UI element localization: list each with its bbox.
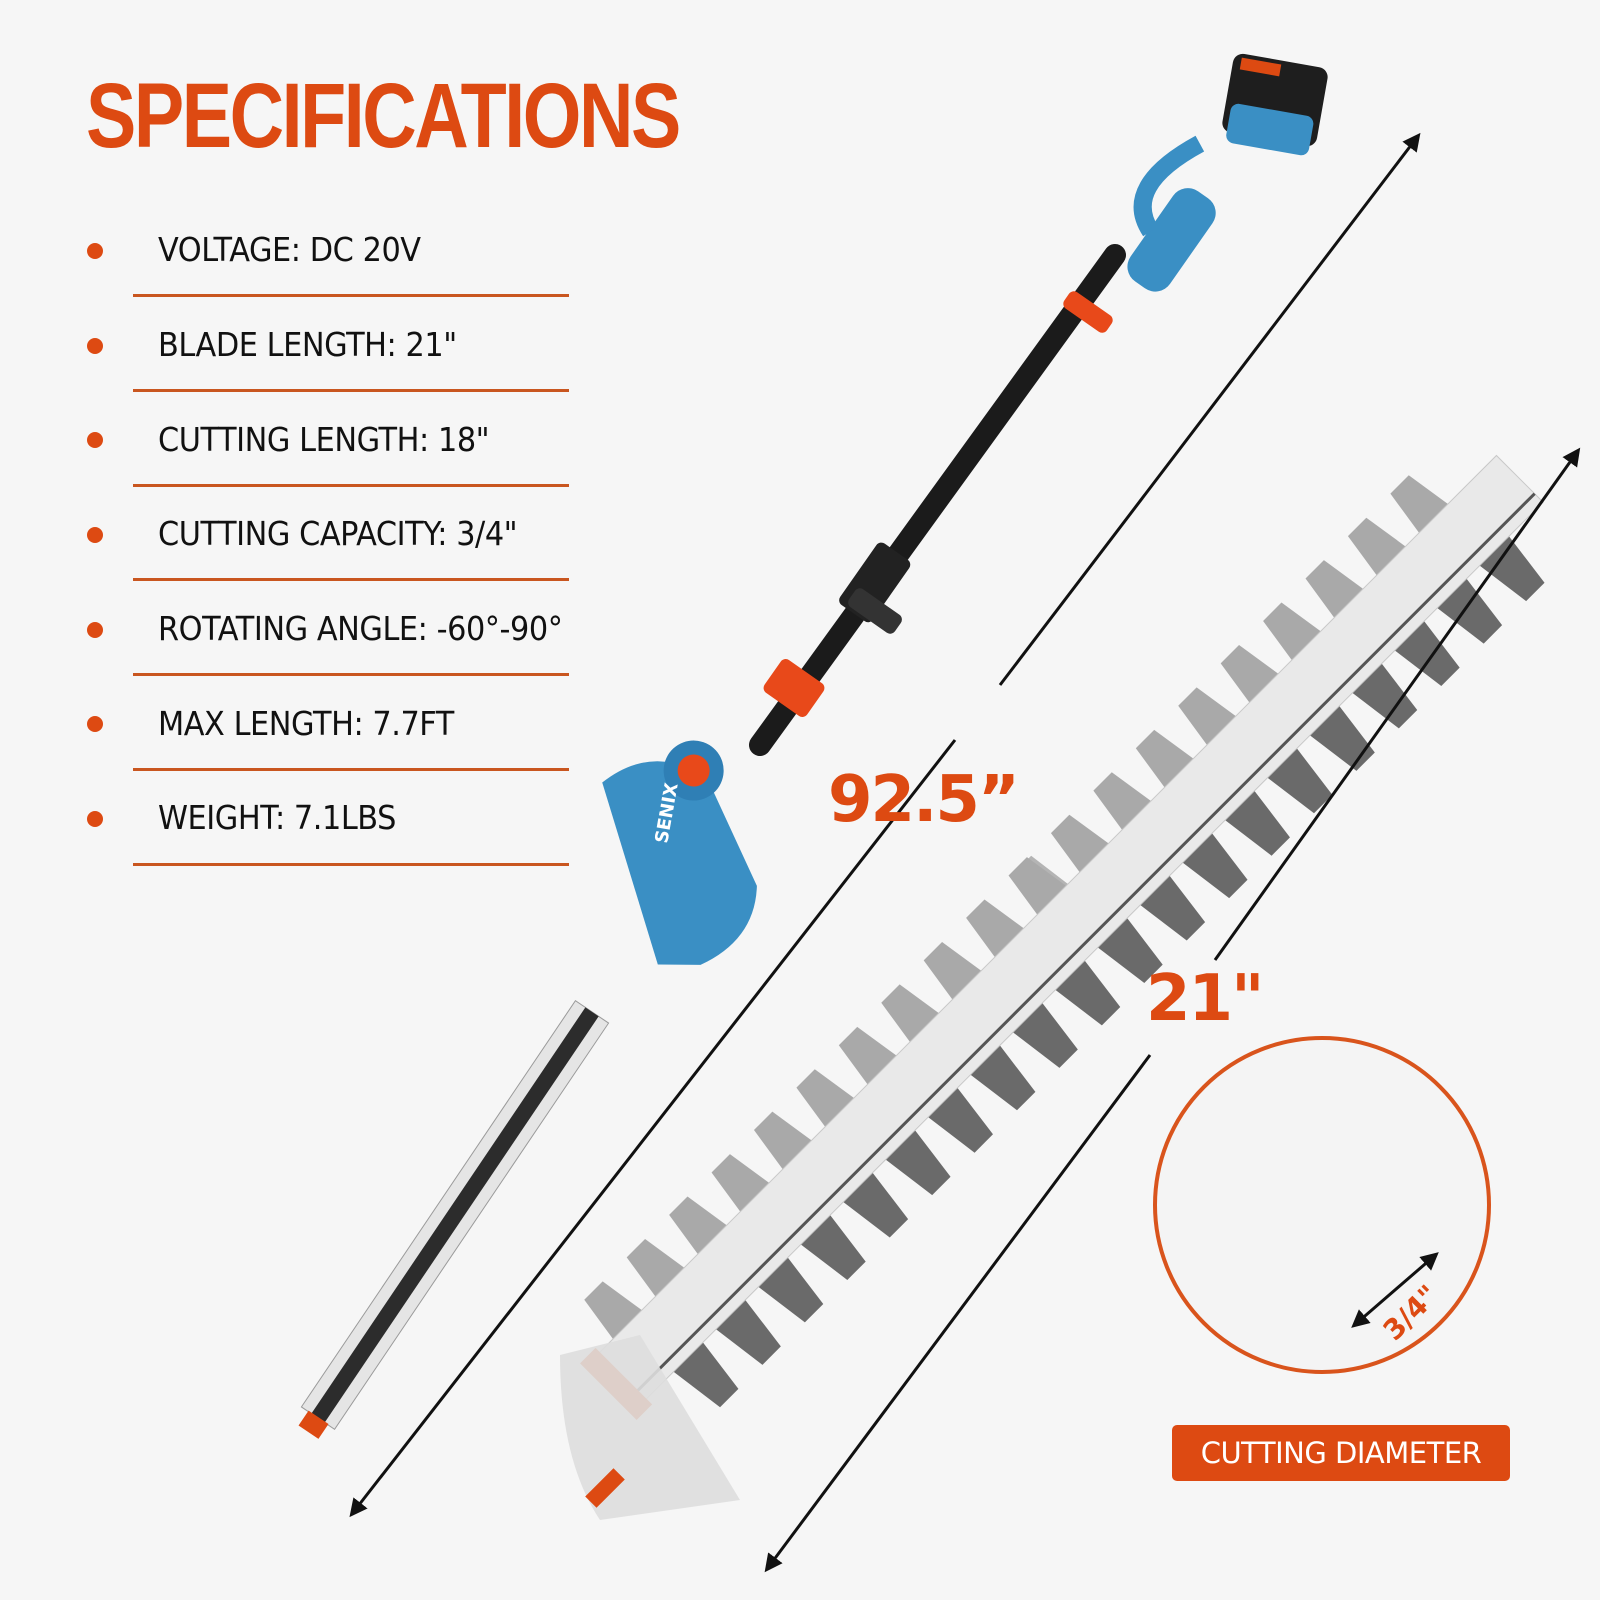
spec-item-weight: WEIGHT: 7.1LBS xyxy=(0,0,600,866)
bullet-icon xyxy=(87,338,103,354)
divider xyxy=(133,294,569,297)
page-title: SPECIFICATIONS xyxy=(86,65,681,167)
bullet-icon xyxy=(87,811,103,827)
bullet-icon xyxy=(87,527,103,543)
hedge-trimmer-tool: SENIX xyxy=(298,53,1328,1439)
bullet-icon xyxy=(87,243,103,259)
dim-arrow-blade xyxy=(764,1054,1152,1573)
spec-item-voltage: VOLTAGE: DC 20V xyxy=(0,0,600,297)
total-length-label: 92.5” xyxy=(828,763,1020,837)
spec-item-max-length: MAX LENGTH: 7.7FT xyxy=(0,0,600,771)
spec-item-cutting-length: CUTTING LENGTH: 18" xyxy=(0,0,600,487)
bullet-icon xyxy=(87,432,103,448)
blade-closeup xyxy=(580,454,1545,1420)
divider xyxy=(133,863,569,866)
divider xyxy=(133,768,569,771)
divider xyxy=(133,673,569,676)
bullet-icon xyxy=(87,622,103,638)
divider xyxy=(133,578,569,581)
spec-label: CUTTING CAPACITY: 3/4" xyxy=(158,514,518,553)
spec-label: VOLTAGE: DC 20V xyxy=(158,230,421,269)
spec-item-blade-length: BLADE LENGTH: 21" xyxy=(0,0,600,392)
spec-item-rotating-angle: ROTATING ANGLE: -60°-90° xyxy=(0,0,600,676)
blade-length-label: 21" xyxy=(1146,962,1264,1036)
bullet-icon xyxy=(87,716,103,732)
spec-label: MAX LENGTH: 7.7FT xyxy=(158,704,454,743)
dim-arrow-total xyxy=(349,739,957,1518)
spec-label: CUTTING LENGTH: 18" xyxy=(158,420,490,459)
cutting-diameter-magnifier: 3/4" xyxy=(1153,1036,1491,1374)
spec-label: BLADE LENGTH: 21" xyxy=(158,325,457,364)
spec-label: WEIGHT: 7.1LBS xyxy=(158,798,396,837)
divider xyxy=(133,484,569,487)
cutting-diameter-badge: CUTTING DIAMETER xyxy=(1172,1425,1510,1481)
spec-item-cutting-capacity: CUTTING CAPACITY: 3/4" xyxy=(0,0,600,581)
divider xyxy=(133,389,569,392)
spec-label: ROTATING ANGLE: -60°-90° xyxy=(158,609,563,648)
